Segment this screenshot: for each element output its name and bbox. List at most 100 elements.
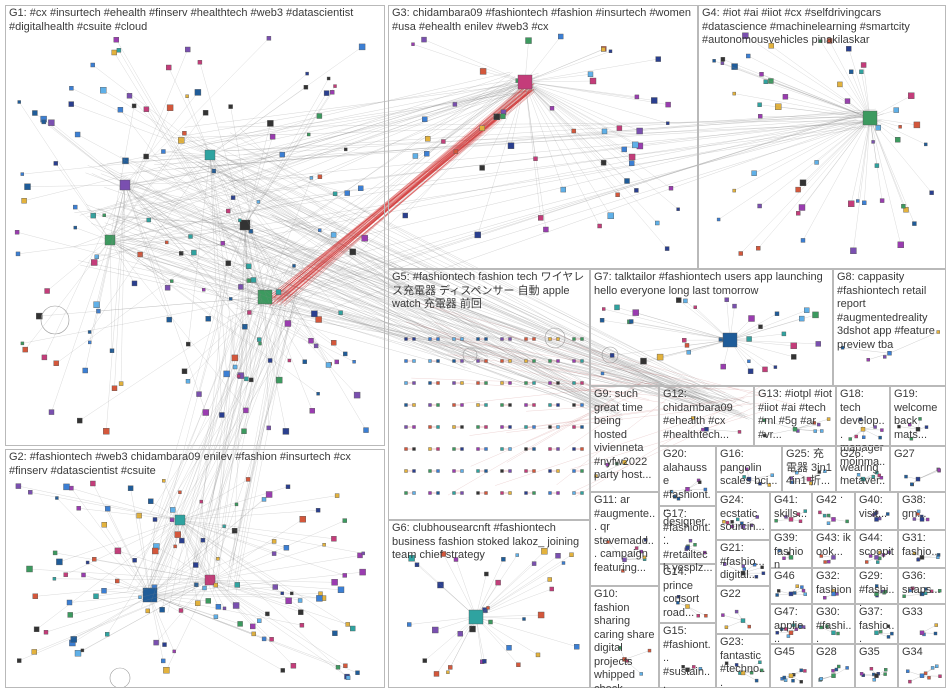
group-label-g12: G12: chidambara09 #ehealth #cx #healthte… [663,388,733,441]
cluster-edge [869,117,878,166]
user-node [746,336,752,342]
group-label-g35: G35 [859,646,880,658]
cluster-edge [524,81,669,105]
user-node [317,174,323,179]
user-node [580,359,584,363]
user-node [280,591,284,595]
cluster-edge [524,81,600,227]
highlight-edge [284,83,534,300]
user-node [109,348,115,353]
cluster-edge [109,239,135,284]
cluster-edge [475,554,518,618]
inter-group-edge [100,173,755,421]
user-node [484,491,488,495]
user-node [226,208,231,214]
user-node [782,556,786,560]
user-node [299,623,305,628]
user-node [558,33,564,40]
user-node [17,100,21,104]
user-node [290,663,297,669]
inter-group-edge [239,298,729,401]
user-node [246,263,252,269]
user-node [629,160,635,167]
user-node [556,447,560,451]
user-node [508,491,512,495]
user-node [676,601,680,605]
cluster-edge [109,239,113,351]
user-node [32,593,38,599]
cluster-edge [22,154,211,175]
user-node [325,362,332,368]
user-node [298,609,304,615]
user-node [524,403,528,407]
user-node [936,330,940,334]
inter-group-edge [208,122,879,152]
hub-node [788,591,794,597]
cluster-edge [56,497,151,596]
inter-group-edge [235,308,492,351]
hub-node [788,517,794,522]
inter-group-edge [235,268,293,586]
inter-group-edge [177,330,282,607]
user-node [548,425,552,429]
group-label-g32: G32: fashion [816,570,852,596]
highlight-edge [269,91,530,306]
inter-group-edge [97,208,600,408]
user-node [143,153,149,160]
group-panel-g31: G31: fashio... [898,530,946,568]
user-node [561,561,566,565]
user-node [884,668,888,672]
highlight-edge [265,91,530,300]
inter-group-edge [274,235,481,368]
user-node [460,469,464,473]
inter-group-edge [428,305,647,388]
user-node [725,520,730,525]
inter-group-edge [282,83,531,309]
highlight-edge [283,90,532,305]
inter-group-edge [232,225,698,410]
cluster-edge [742,662,760,674]
user-node [118,381,124,386]
cluster-edge [168,67,211,156]
cluster-edge [186,96,211,156]
user-node [768,78,774,84]
user-node [692,665,696,669]
inter-group-edge [254,208,713,400]
user-node [781,331,787,337]
self-loop [601,346,619,364]
hub-node [919,517,925,522]
group-panel-g43: G43: ik ook... [812,530,855,568]
cluster-edge [149,594,164,661]
inter-group-edge [253,112,863,307]
user-node [315,508,321,513]
user-node [178,137,185,144]
cluster-edge [179,519,218,559]
user-node [228,104,233,109]
user-node [826,417,831,421]
cluster-edge [443,81,526,142]
cluster-edge [842,347,890,354]
cluster-edge [208,224,246,319]
cluster-edge [75,206,111,241]
user-node [812,311,819,319]
user-node [676,297,682,303]
group-label-g13: G13: #iotpl #iot #iiot #ai #tech #ml #5g… [758,388,832,441]
inter-group-edge [120,156,711,404]
cluster-edge [106,184,126,432]
inter-group-edge [154,297,280,592]
cluster-edge [179,519,219,607]
user-node [757,102,762,107]
group-label-g5: G5: #fashiontech fashion tech ワイヤレス充電器 デ… [392,271,585,310]
user-node [182,130,187,136]
cluster-edge [209,154,229,264]
highlight-edge [264,86,526,303]
user-node [790,342,797,349]
cluster-edge [69,594,151,603]
user-node [421,36,427,43]
user-node [343,663,348,668]
inter-group-edge [117,234,742,418]
hub-node [887,351,892,356]
cluster-edge [829,40,871,119]
user-node [22,346,28,353]
user-node [879,476,884,480]
